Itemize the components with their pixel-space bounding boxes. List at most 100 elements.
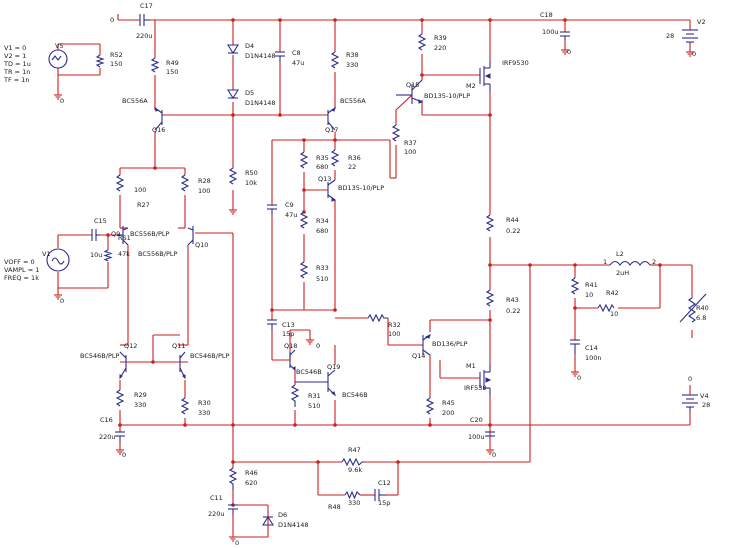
value-c14: 100n [585, 354, 602, 362]
transistor-q9 [118, 226, 129, 246]
ref-c14: C14 [585, 344, 598, 352]
param-v1-1: VAMPL = 1 [4, 266, 39, 274]
resistor-r44 [485, 214, 495, 232]
value-q12: BC546B/PLP [80, 352, 119, 360]
value-c9: 47u [285, 211, 297, 219]
value-l2: 2uH [616, 269, 629, 277]
ground-label: 0 [316, 342, 320, 350]
ref-c20: C20 [470, 416, 483, 424]
value-r36: 22 [348, 163, 356, 171]
capacitor-c9 [267, 204, 277, 215]
resistor-r39 [417, 33, 427, 51]
value-q19: BC546B [342, 391, 368, 399]
ref-d6: D6 [278, 511, 287, 519]
capacitor-c11 [228, 504, 238, 515]
value-r48: 330 [348, 499, 360, 507]
value-d5: D1N4148 [245, 99, 276, 107]
ground-label: 0 [60, 97, 64, 105]
ground-label: 0 [492, 451, 496, 459]
transistor-q14 [422, 334, 431, 356]
ref-d5: D5 [245, 89, 254, 97]
ref-r47: R47 [348, 446, 361, 454]
voltage-source-v1 [46, 248, 70, 272]
diode-d5 [227, 89, 239, 100]
symbols [46, 14, 707, 526]
ground-label: 0 [235, 539, 239, 547]
resistor-r37 [391, 124, 401, 142]
value-r35: 680 [316, 163, 328, 171]
ref-r39: R39 [434, 34, 447, 42]
ref-c13: C13 [282, 321, 295, 329]
ref-r48: R48 [328, 503, 341, 511]
value-q11: BC546B/PLP [190, 352, 229, 360]
value-r42: 10 [610, 310, 618, 318]
capacitor-c16 [115, 431, 125, 442]
param-v5-3: TR = 1n [3, 68, 30, 76]
ref-q12: Q12 [124, 342, 137, 350]
ref-r27: R27 [137, 201, 150, 209]
value-q17: BC556A [340, 97, 366, 105]
ref-v1: V1 [42, 250, 51, 258]
value-m1: IRF530 [464, 384, 487, 392]
ref-r29: R29 [134, 391, 147, 399]
capacitor-c18 [560, 31, 570, 40]
ref-m1: M1 [466, 362, 476, 370]
value-r32: 100 [388, 330, 400, 338]
value-q10: BC556B/PLP [138, 250, 177, 258]
ref-q10: Q10 [195, 241, 208, 249]
ref-r42: R42 [606, 289, 619, 297]
value-v4: 28 [702, 401, 710, 409]
value-q15: BD135-10/PLP [424, 92, 470, 100]
node-label: 0 [110, 16, 114, 24]
transistor-q11 [179, 351, 186, 380]
ref-r30: R30 [198, 399, 211, 407]
resistor-r42 [597, 303, 615, 313]
resistor-r45 [425, 397, 435, 415]
capacitor-c12 [374, 489, 385, 501]
ref-q11: Q11 [172, 342, 185, 350]
ground-label: 0 [60, 297, 64, 305]
value-c16: 220u [99, 433, 116, 441]
value-q18: BC546B [296, 368, 322, 376]
mosfet-m1 [479, 365, 492, 395]
ref-r52: R52 [110, 51, 123, 59]
value-q13: BD135-10/PLP [338, 184, 384, 192]
resistor-r33 [299, 261, 309, 279]
ref-c12: C12 [378, 479, 391, 487]
ref-r43: R43 [506, 296, 519, 304]
ref-r35: R35 [316, 154, 329, 162]
value-r29: 330 [134, 401, 146, 409]
node-label: 1 [603, 258, 607, 266]
ref-r36: R36 [348, 154, 361, 162]
value-r41: 10 [585, 291, 593, 299]
transistor-q16 [154, 106, 163, 131]
ref-c18: C18 [540, 11, 553, 19]
ref-r50: R50 [245, 169, 258, 177]
value-c17: 220u [136, 32, 153, 40]
ref-q14: Q14 [412, 352, 425, 360]
resistor-r35 [299, 151, 309, 169]
voltage-source-v2 [682, 29, 698, 44]
value-r34: 680 [316, 227, 328, 235]
resistor-r41 [570, 277, 580, 295]
value-c-in: 10u [90, 251, 102, 259]
ground-label: 0 [122, 451, 126, 459]
value-rs1: 47k [118, 250, 130, 258]
capacitor-c17 [139, 14, 150, 26]
resistor-r38 [330, 51, 340, 69]
resistor-r47 [341, 457, 365, 467]
value-r33: 510 [316, 275, 328, 283]
resistor-r50 [228, 167, 238, 185]
resistor-r28 [180, 174, 190, 192]
ref-r37: R37 [404, 139, 417, 147]
resistor-r31 [290, 384, 300, 407]
value-c18: 100u [542, 28, 559, 36]
param-v1-2: FREQ = 1k [4, 274, 39, 282]
transistor-q13 [327, 179, 337, 202]
ref-r49: R49 [166, 59, 179, 67]
node-label: 2 [652, 258, 656, 266]
value-r47: 9.6k [348, 466, 362, 474]
value-r40: 6.8 [696, 314, 706, 322]
capacitor-c13 [267, 319, 277, 330]
